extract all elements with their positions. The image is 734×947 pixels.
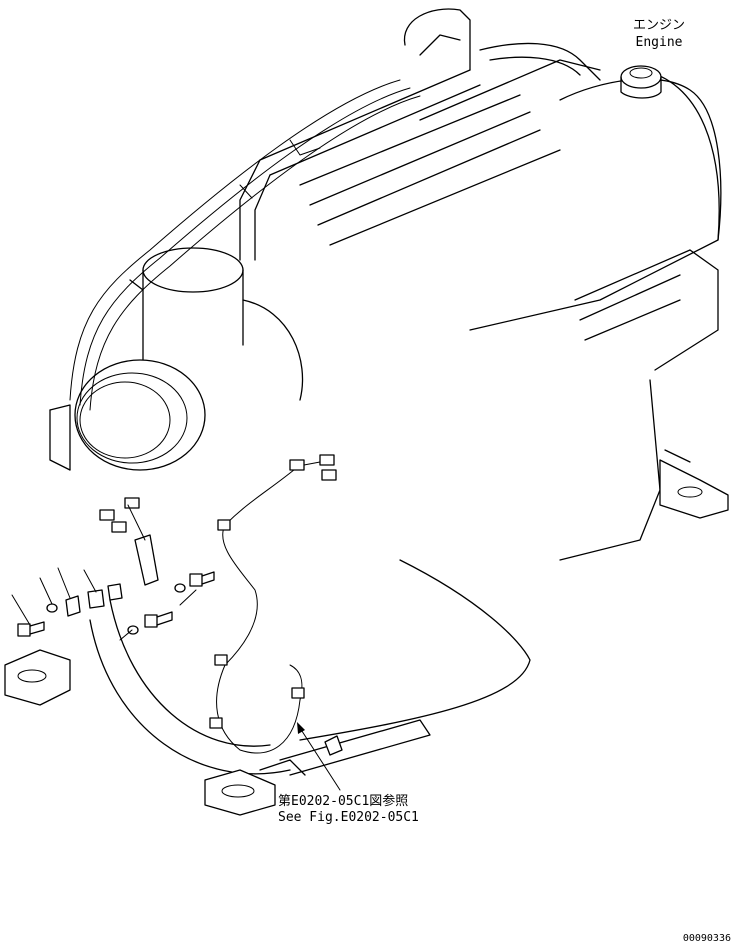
drawing-number: 00090336 xyxy=(683,933,731,944)
harness-clamp xyxy=(209,717,223,729)
engine-label-en: Engine xyxy=(636,35,683,50)
clip xyxy=(107,583,123,601)
harness-clamp xyxy=(214,654,228,666)
reference-arrow xyxy=(297,722,343,791)
washer xyxy=(46,603,58,613)
reference-label-en: See Fig.E0202-05C1 xyxy=(278,810,419,825)
washer xyxy=(174,583,186,593)
sensor-connector xyxy=(289,454,337,481)
washer xyxy=(127,625,139,635)
bolt xyxy=(17,621,45,637)
reference-label-jp: 第E0202-05C1図参照 xyxy=(278,793,408,809)
engine-label-jp: エンジン xyxy=(633,18,685,33)
harness-clamp xyxy=(217,519,231,531)
mounting-bracket xyxy=(134,534,159,586)
clip xyxy=(87,589,105,609)
bolt xyxy=(144,611,173,628)
harness-clamp xyxy=(291,687,305,699)
wiring-harness xyxy=(99,454,337,754)
fasteners xyxy=(11,567,215,641)
engine-block xyxy=(4,59,729,816)
bolt xyxy=(189,571,215,587)
turbocharger xyxy=(49,247,304,471)
upper-pipes xyxy=(69,8,601,411)
clip xyxy=(65,595,81,617)
